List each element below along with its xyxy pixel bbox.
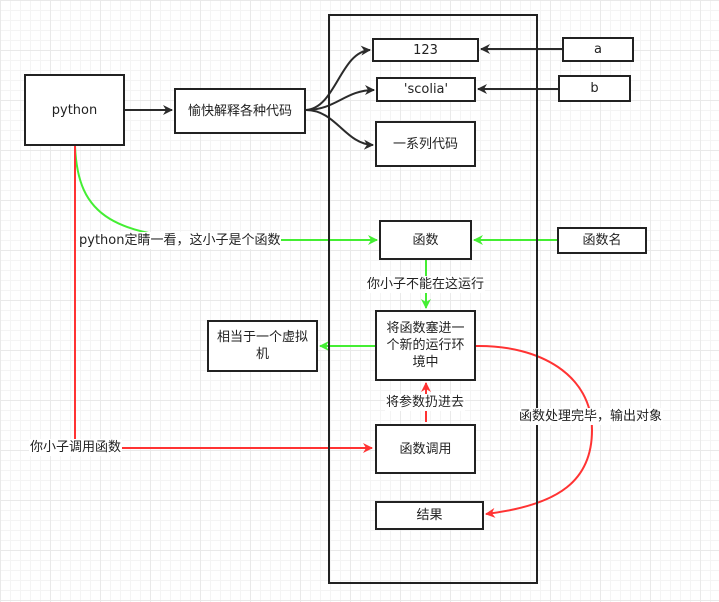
node-python: python (24, 74, 125, 146)
node-scolia: 'scolia' (376, 77, 476, 102)
node-var-b: b (558, 75, 631, 102)
edge-label-throw-args: 将参数扔进去 (385, 394, 466, 411)
node-code-series: 一系列代码 (375, 121, 476, 167)
function-container (328, 14, 538, 584)
edge-interpreter-to-code-series (305, 109, 374, 150)
edge-label-glance: python定睛一看，这小子是个函数 (78, 232, 282, 249)
edge-label-call-func: 你小子调用函数 (29, 439, 123, 456)
edge-interpreter-to-scolia (305, 85, 375, 111)
node-123: 123 (372, 38, 479, 62)
edge-new-env-to-result (475, 344, 594, 518)
node-func-call: 函数调用 (375, 424, 476, 474)
node-func: 函数 (379, 220, 472, 260)
edge-label-output: 函数处理完毕，输出对象 (518, 408, 664, 425)
node-virtual-machine: 相当于一个虚拟机 (207, 320, 318, 372)
node-var-a: a (562, 37, 634, 62)
node-interpreter: 愉快解释各种代码 (174, 88, 306, 134)
edge-interpreter-to-123 (305, 45, 371, 111)
node-func-name: 函数名 (557, 227, 647, 254)
node-result: 结果 (375, 501, 484, 530)
node-new-env: 将函数塞进一个新的运行环境中 (375, 310, 476, 381)
edge-label-cannot-run: 你小子不能在这运行 (366, 276, 486, 293)
